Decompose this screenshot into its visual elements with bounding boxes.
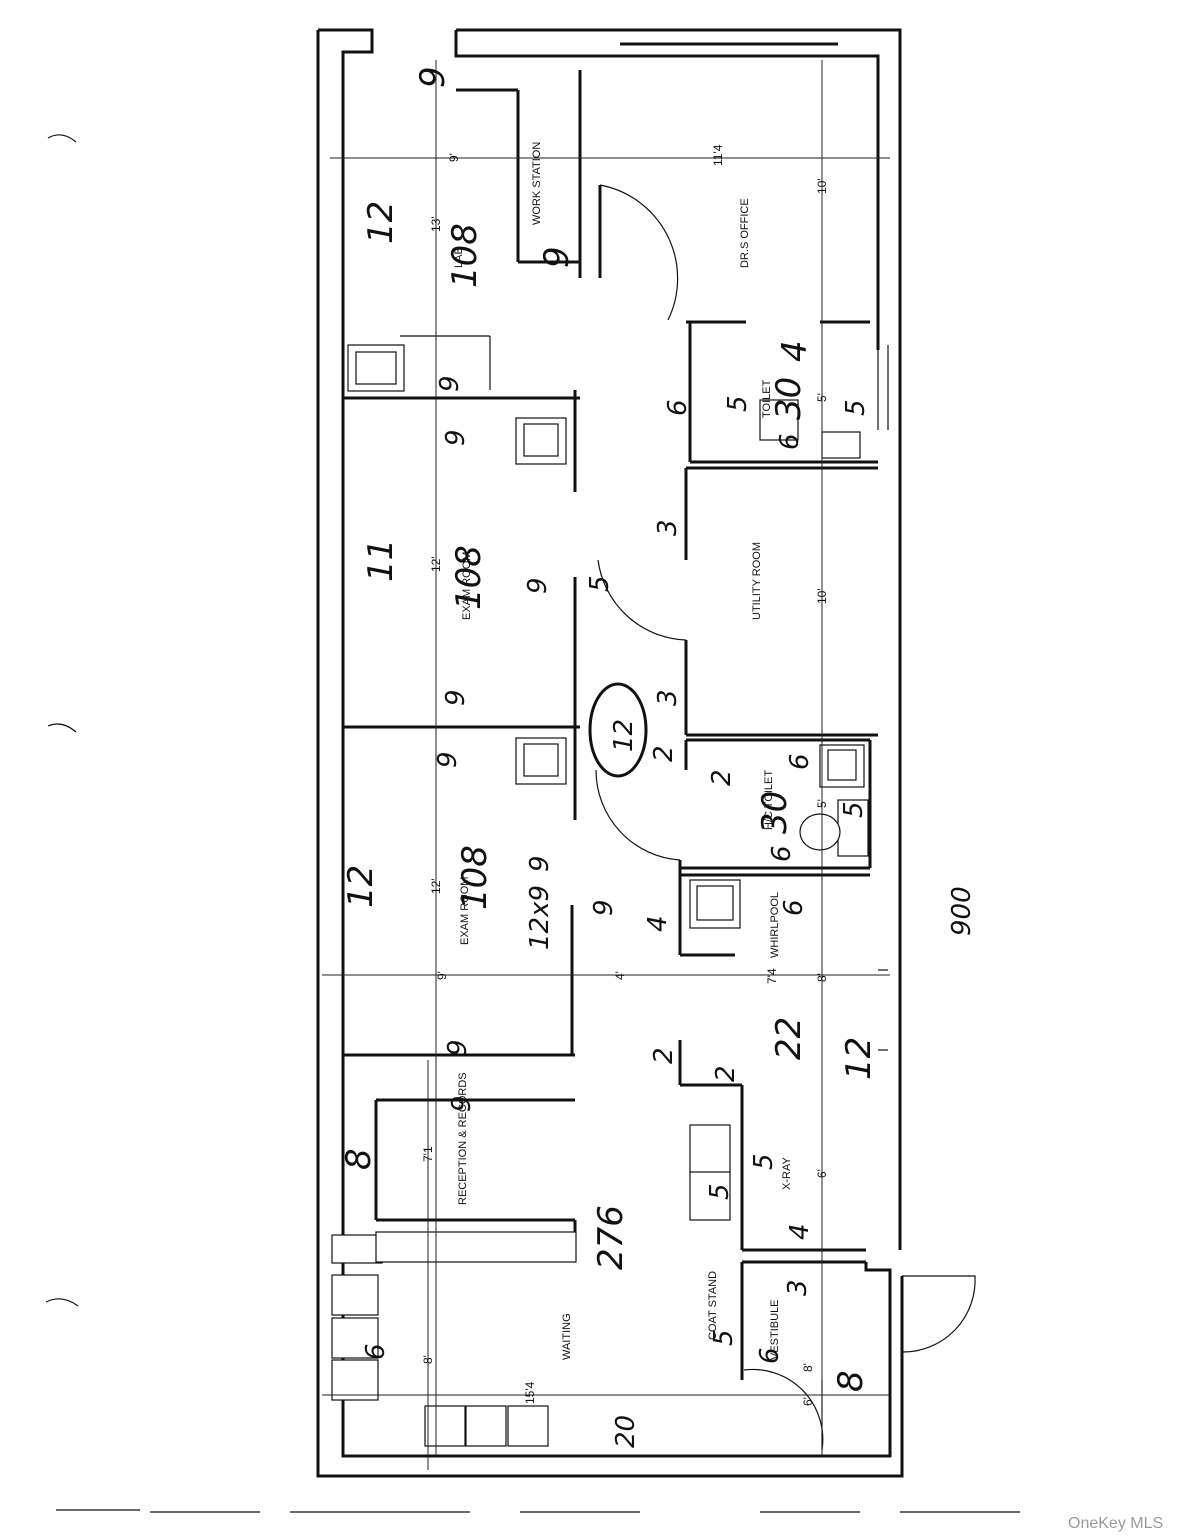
dim-vestibule-len: 8' [801,1363,815,1372]
dim-bottom-6: 6' [801,1397,815,1406]
handwritten-notes: 9 12 108 9 4 9 5 30 6 5 6 9 11 108 9 3 5… [339,66,977,1448]
dim-waiting-len: 8' [421,1355,435,1364]
hw-total-900: 900 [947,886,977,936]
dim-mid-4: 4' [613,971,627,980]
dim-hc-toilet-w: 5' [815,799,829,808]
dim-exam1-len: 12' [429,556,443,572]
hw-vest-3: 3 [783,1279,813,1296]
dimension-labels: 9' 11'4 13' 10' 5' 12' 10' 5' 12' 9' 4' … [421,144,829,1406]
hw-wall-9a: 9 [435,375,465,392]
hw-toilet-5: 5 [723,395,753,412]
hw-whirl-6: 6 [779,899,809,916]
dim-exam2-len: 12' [429,878,443,894]
hw-ex2-9: 9 [433,751,463,768]
hw-hc-30: 30 [755,791,795,834]
hw-corr-6: 6 [663,399,693,416]
hw-corr-3: 3 [653,519,683,536]
hw-toilet-6: 6 [775,433,805,450]
hw-bottom-20: 20 [611,1415,641,1448]
circled-note [588,682,648,778]
hw-waiting-276: 276 [591,1205,631,1270]
hw-corr-2b: 2 [649,1047,679,1064]
hw-xr-12: 12 [839,1037,879,1080]
binder-mark-2 [47,723,77,733]
fixtures [331,344,869,1447]
label-exam-room-1: EXAM ROOM [461,552,473,620]
hw-ex1-9c: 9 [441,689,471,706]
hw-lab-12: 12 [361,201,401,244]
dim-mid-74: 7'4 [765,968,779,984]
hw-ws-9: 9 [537,246,577,268]
room-labels: WORK STATION LAB DR.S OFFICE TOILET EXAM… [453,142,793,1360]
label-reception: RECEPTION & RECORDS [457,1072,469,1205]
watermark: OneKey MLS [1068,1515,1163,1532]
dim-reception-len: 7'1 [421,1146,435,1162]
hw-ex2-9c: 9 [443,1039,473,1056]
dim-drs-office-len: 10' [815,178,829,194]
dim-mid-9: 9' [435,971,449,980]
dim-xray-len: 6' [815,1169,829,1178]
interior-walls [343,70,878,1380]
dim-top-right: 11'4 [711,144,725,166]
hw-toilet-30: 30 [769,377,809,420]
hw-rec-9: 9 [447,1095,477,1112]
hw-ex1-9b: 9 [523,577,553,594]
hw-hc-6b: 6 [785,753,815,770]
label-lab: LAB [453,247,465,268]
dim-lab-len: 13' [429,216,443,232]
hw-ex1-11: 11 [361,539,401,582]
hw-circled-12: 12 [609,719,639,752]
hw-coat-5b: 5 [709,1329,739,1346]
label-vestibule: VESTIBULE [769,1299,781,1360]
dimension-lines [322,60,890,1470]
hw-toilet-5b: 5 [841,399,871,416]
hw-ex1-108: 108 [449,545,489,610]
hw-ex2-108: 108 [455,845,495,910]
hw-ex1-9: 9 [441,429,471,446]
label-toilet: TOILET [761,379,773,418]
hw-corr-2c: 2 [711,1065,741,1082]
label-exam-room-2: EXAM ROOM [459,877,471,945]
hw-corr-2: 2 [649,745,679,762]
hw-ex2-12: 12 [341,865,381,908]
hw-corr-3b: 3 [653,689,683,706]
hw-wait-6: 6 [361,1343,391,1360]
hw-xr-4: 4 [785,1223,815,1240]
hw-corr-4: 4 [643,915,673,932]
hw-drs-4: 4 [775,340,815,362]
hw-hc-6: 6 [767,845,797,862]
binder-mark-3 [45,1298,79,1307]
label-work-station: WORK STATION [531,142,543,225]
label-drs-office: DR.S OFFICE [739,198,751,268]
outer-walls [316,28,904,1478]
scan-edge [56,1509,1020,1513]
dim-bottom-154: 15'4 [523,1381,537,1404]
hw-hc-2: 2 [707,769,737,786]
hw-corr-5: 5 [585,575,615,592]
label-x-ray: X-RAY [781,1157,793,1190]
hw-ex2-9b: 9 [525,855,555,872]
hw-xr-5: 5 [749,1153,779,1170]
label-utility-room: UTILITY ROOM [751,542,763,620]
hw-lab-108: 108 [445,223,485,288]
label-hc-toilet: H/C TOILET [763,770,775,830]
label-whirlpool: WHIRLPOOL [769,892,781,958]
label-waiting: WAITING [561,1313,573,1360]
binder-mark-1 [47,134,77,143]
hw-top-9: 9 [413,66,453,88]
hw-hc-5: 5 [839,801,869,818]
hw-ex2-12x9: 12x9 [525,885,555,950]
hw-coat-5: 5 [705,1183,735,1200]
hw-rec-8: 8 [339,1148,379,1170]
dim-mid-8: 8' [815,973,829,982]
hw-vest-8: 8 [831,1370,871,1392]
dim-top-left: 9' [447,153,461,162]
hw-corr-9: 9 [589,899,619,916]
dim-utility-len: 10' [815,588,829,604]
dim-toilet-w: 5' [815,393,829,402]
hw-vest-6: 6 [755,1347,785,1364]
hw-xr-22: 22 [769,1017,809,1060]
label-coat-stand: COAT STAND [707,1271,719,1340]
